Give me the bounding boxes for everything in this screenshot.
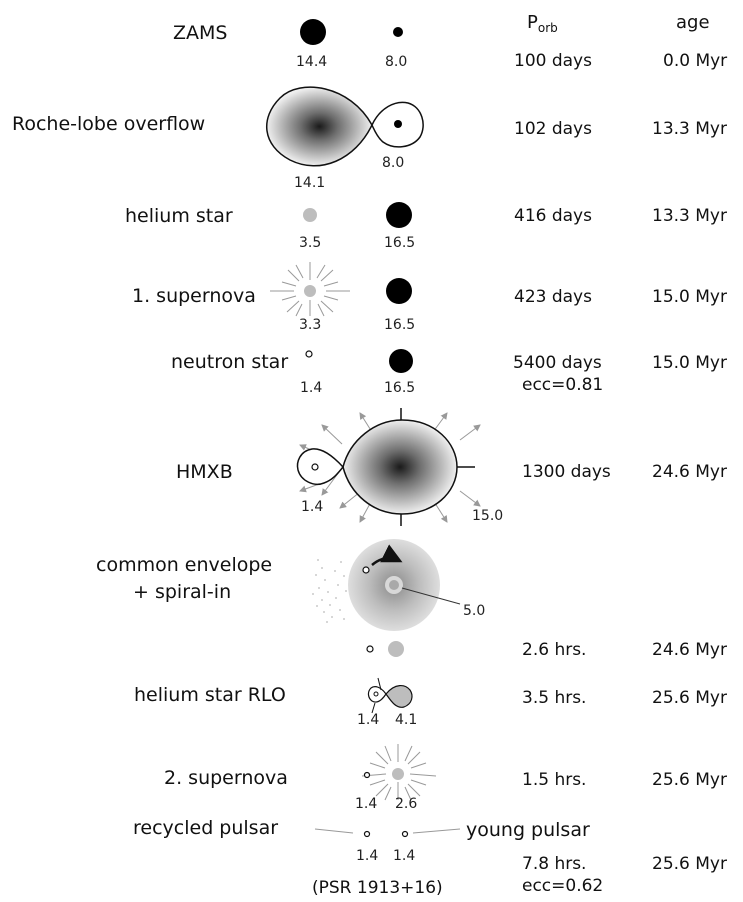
young-pulsar <box>401 830 409 838</box>
age-value: 25.6 Myr <box>652 688 727 708</box>
porb-header-main: P <box>527 12 538 33</box>
age-value: 15.0 Myr <box>652 287 727 307</box>
stage-label-supernova-2: 2. supernova <box>164 767 288 789</box>
porb-value: 100 days <box>514 51 592 71</box>
age-header: age <box>676 12 710 33</box>
porb-value: 5400 days <box>513 353 602 373</box>
mass-label-primary: 1.4 <box>356 848 379 864</box>
recycled-pulsar <box>363 830 371 838</box>
porb-header-subscript: orb <box>537 21 558 35</box>
stage-label-common-envelope: common envelope <box>96 554 273 576</box>
secondary-star-16-5-ns <box>389 349 413 373</box>
age-value: 13.3 Myr <box>652 119 727 139</box>
mass-label-primary: 1.4 <box>357 712 380 728</box>
mass-label-secondary: 8.0 <box>382 155 405 171</box>
mass-label-secondary: 16.5 <box>384 380 416 396</box>
porb-value: 416 days <box>514 206 592 226</box>
hmxb-binary <box>296 408 481 526</box>
age-value: 24.6 Myr <box>652 462 727 482</box>
porb-value: 7.8 hrs. <box>522 854 587 874</box>
supernova-2-neutron-star <box>363 771 371 779</box>
mass-label-secondary: 8.0 <box>385 54 408 70</box>
age-value: 24.6 Myr <box>652 640 727 660</box>
neutron-star <box>305 350 313 358</box>
porb-value: 1.5 hrs. <box>522 770 587 790</box>
porb-value: 3.5 hrs. <box>522 688 587 708</box>
stage-label-helium-star-rlo: helium star RLO <box>134 684 286 706</box>
secondary-star-16-5 <box>386 202 412 228</box>
supernova-1-remnant <box>304 285 316 297</box>
age-value: 13.3 Myr <box>652 206 727 226</box>
common-envelope <box>312 539 461 631</box>
stage-label-roche-lobe-overflow: Roche-lobe overflow <box>12 113 206 135</box>
stage-label-hmxb: HMXB <box>176 461 233 483</box>
stage-label-recycled-pulsar: recycled pulsar <box>133 817 279 839</box>
age-value: 15.0 Myr <box>652 353 727 373</box>
mass-label-secondary: 1.4 <box>393 848 416 864</box>
roche-lobe-binary <box>266 86 424 167</box>
mass-label-primary: 14.1 <box>294 175 326 191</box>
age-value: 25.6 Myr <box>652 854 727 874</box>
mass-label-primary: 3.3 <box>299 317 322 333</box>
mass-label-primary: 1.4 <box>355 796 378 812</box>
age-value: 0.0 Myr <box>663 51 728 71</box>
porb-header: Porb <box>527 12 558 35</box>
mass-label-secondary: 4.1 <box>395 712 418 728</box>
zams-primary-star <box>300 19 326 45</box>
age-value: 25.6 Myr <box>652 770 727 790</box>
mass-label-primary: 14.4 <box>296 54 328 70</box>
supernova-1-burst <box>270 262 350 317</box>
post-ce-helium-star <box>388 641 404 657</box>
secondary-star-16-5-sn <box>386 278 412 304</box>
porb-value: 2.6 hrs. <box>522 640 587 660</box>
helium-star-rlo-binary <box>367 677 413 714</box>
mass-label-secondary: 16.5 <box>384 317 416 333</box>
mass-label-primary: 3.5 <box>299 235 322 251</box>
recycled-pulsar-pointer <box>314 828 354 834</box>
helium-star <box>303 208 317 222</box>
pulsar-designation: (PSR 1913+16) <box>312 878 443 898</box>
zams-secondary-star <box>393 27 403 37</box>
porb-value: 102 days <box>514 119 592 139</box>
eccentricity-value: ecc=0.81 <box>522 375 604 395</box>
post-ce-neutron-star <box>366 645 374 653</box>
mass-label-primary: 1.4 <box>300 380 323 396</box>
mass-label-secondary: 16.5 <box>384 235 416 251</box>
stage-label-neutron-star: neutron star <box>171 351 289 373</box>
stage-label-zams: ZAMS <box>173 22 228 44</box>
porb-value: 423 days <box>514 287 592 307</box>
supernova-2-burst <box>361 744 437 801</box>
mass-label-secondary: 2.6 <box>395 796 418 812</box>
porb-value: 1300 days <box>522 462 611 482</box>
stage-label-supernova-1: 1. supernova <box>132 285 256 307</box>
eccentricity-value: ecc=0.62 <box>522 876 604 896</box>
stage-label-spiral-in: + spiral-in <box>133 581 232 603</box>
mass-label-primary: 1.4 <box>301 499 324 515</box>
supernova-2-remnant <box>392 768 404 780</box>
stage-label-helium-star: helium star <box>125 205 233 227</box>
stage-label-young-pulsar: young pulsar <box>466 819 590 841</box>
mass-label-core: 5.0 <box>463 603 486 619</box>
young-pulsar-pointer <box>412 828 461 834</box>
mass-label-secondary: 15.0 <box>472 508 504 524</box>
